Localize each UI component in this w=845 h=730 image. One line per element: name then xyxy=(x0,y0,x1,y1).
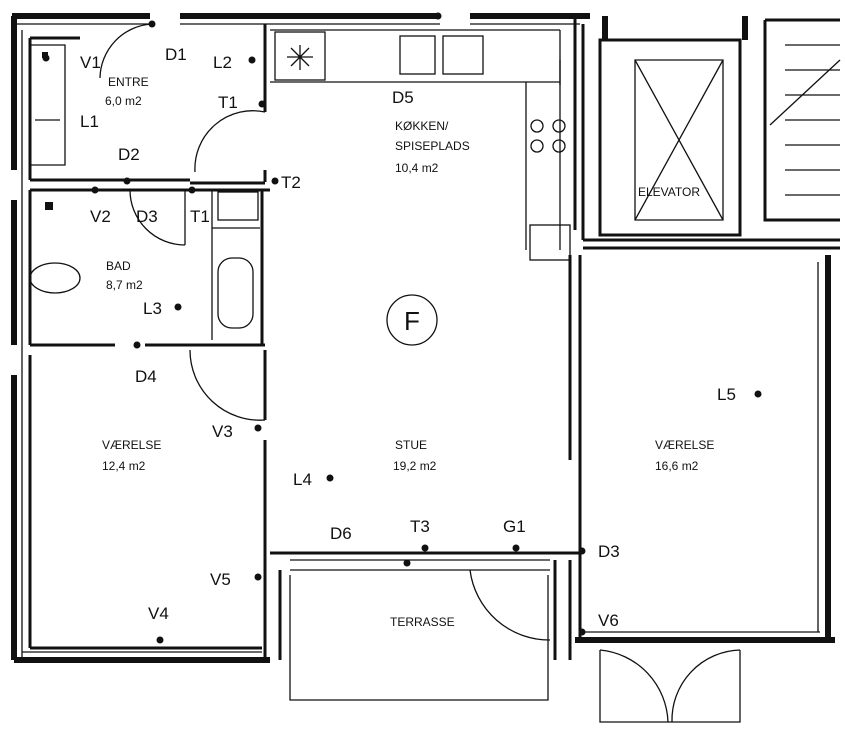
tag-l1: L1 xyxy=(80,112,99,131)
tag-v1: V1 xyxy=(80,53,101,72)
bath-area: 8,7 m2 xyxy=(106,278,143,292)
electrical-tags: V1 D1 L2 L1 T1 D5 D2 T2 V2 D3 T1 L3 D4 V… xyxy=(42,12,762,644)
fixtures xyxy=(29,29,571,561)
sink-icon xyxy=(442,35,484,75)
tag-v3: V3 xyxy=(212,422,233,441)
tag-d2: D2 xyxy=(118,145,140,164)
kitchen-name-2: SPISEPLADS xyxy=(395,139,470,153)
tag-d5: D5 xyxy=(392,88,414,107)
tag-t1-bath: T1 xyxy=(190,207,210,226)
room-left-name: VÆRELSE xyxy=(102,438,161,452)
stairwell xyxy=(763,18,840,222)
tag-l3: L3 xyxy=(143,299,162,318)
tag-g1: G1 xyxy=(503,517,526,536)
tag-d3-bath: D3 xyxy=(136,207,158,226)
bath-name: BAD xyxy=(106,259,131,273)
stove-icon xyxy=(287,45,313,70)
tag-d1: D1 xyxy=(165,45,187,64)
kitchen-area: 10,4 m2 xyxy=(395,161,439,175)
flat-marker: F xyxy=(404,306,420,336)
room-left-area: 12,4 m2 xyxy=(102,459,146,473)
living-area: 19,2 m2 xyxy=(393,459,437,473)
tag-t2: T2 xyxy=(281,173,301,192)
tag-v6: V6 xyxy=(598,611,619,630)
tag-t1-top: T1 xyxy=(218,93,238,112)
tag-l2: L2 xyxy=(213,53,232,72)
terrace-name: TERRASSE xyxy=(390,615,455,629)
entre-name: ENTRE xyxy=(108,75,149,89)
tag-v4: V4 xyxy=(148,604,169,623)
flat-marker-circle xyxy=(386,294,438,346)
tag-t3: T3 xyxy=(410,517,430,536)
room-labels: ENTRE 6,0 m2 KØKKEN/ SPISEPLADS 10,4 m2 … xyxy=(102,75,714,629)
tag-l4: L4 xyxy=(293,470,312,489)
tag-d3-right: D3 xyxy=(598,542,620,561)
elevator-shaft xyxy=(598,38,742,237)
tag-v5: V5 xyxy=(210,570,231,589)
toilet-icon xyxy=(29,262,81,294)
entre-area: 6,0 m2 xyxy=(105,94,142,108)
tag-d6: D6 xyxy=(330,524,352,543)
elevator-name: ELEVATOR xyxy=(638,185,700,199)
walls xyxy=(11,13,841,723)
kitchen-name-1: KØKKEN/ xyxy=(395,119,449,133)
door-swings xyxy=(99,23,551,641)
tag-v2: V2 xyxy=(90,207,111,226)
tag-d4: D4 xyxy=(135,367,157,386)
living-name: STUE xyxy=(395,438,427,452)
room-right-name: VÆRELSE xyxy=(655,438,714,452)
room-right-area: 16,6 m2 xyxy=(655,459,699,473)
tag-l5: L5 xyxy=(717,385,736,404)
